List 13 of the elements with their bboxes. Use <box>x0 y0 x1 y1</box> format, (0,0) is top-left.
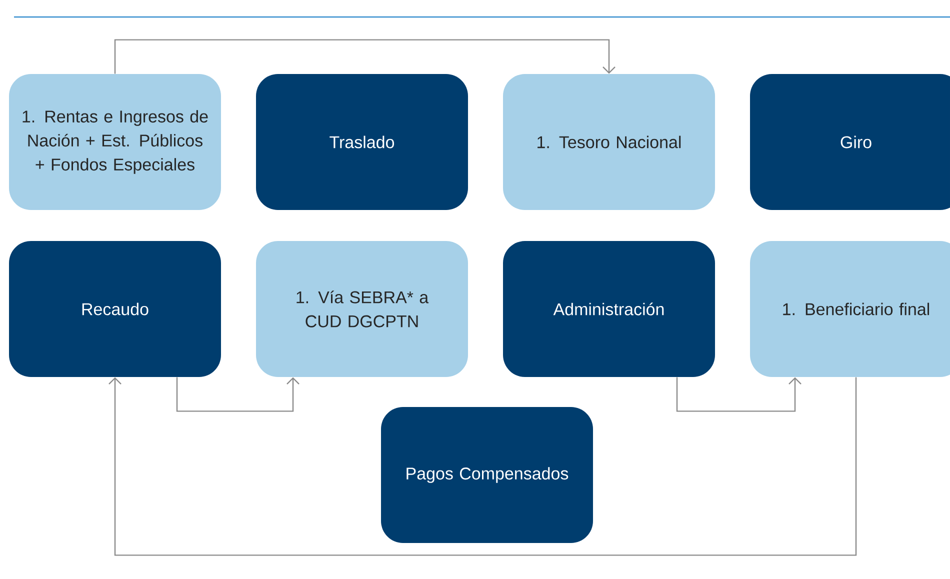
process-box: 1. Rentas e Ingresos de Nación + Est. Públicos + Fondos Especiales <box>9 74 221 210</box>
arrow <box>114 39 616 74</box>
arrow <box>176 377 300 412</box>
process-box: 1. Tesoro Nacional <box>503 74 715 210</box>
process-box: Recaudo <box>9 241 221 377</box>
process-box: 1. Vía SEBRA* a CUD DGCPTN <box>256 241 468 377</box>
process-box: Administración <box>503 241 715 377</box>
arrow <box>676 377 802 412</box>
process-box: 1. Beneficiario final <box>750 241 950 377</box>
process-box: Giro <box>750 74 950 210</box>
process-box: Traslado <box>256 74 468 210</box>
arrow <box>108 377 857 556</box>
process-box: Pagos Compensados <box>381 407 593 543</box>
